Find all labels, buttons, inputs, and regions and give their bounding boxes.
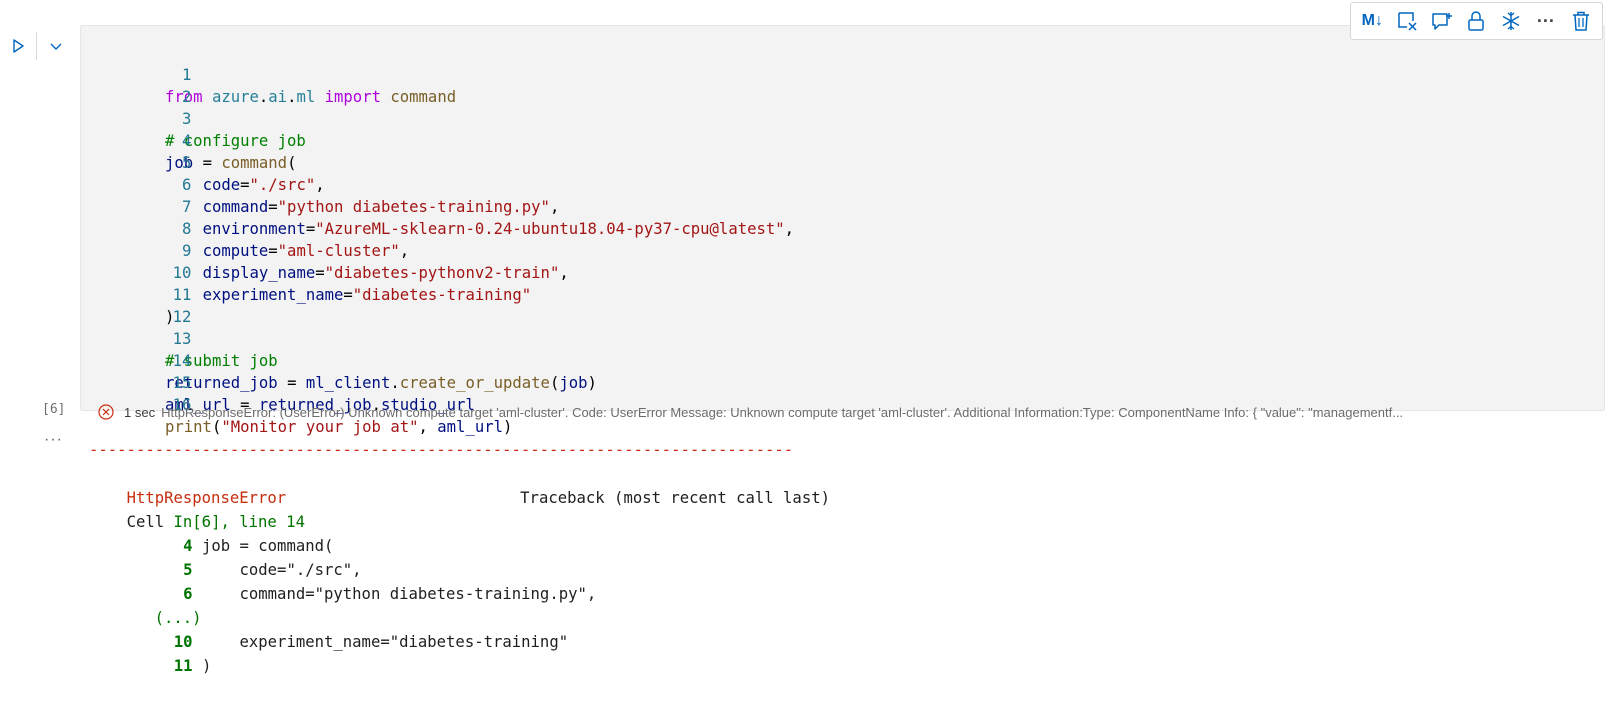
traceback-line-number: 11 (173, 657, 193, 675)
error-circle-icon (98, 404, 114, 420)
code-line: 3 # configure job (81, 86, 306, 150)
code-cell-editor[interactable]: 1 from azure.ai.ml import command 2 3 # … (80, 25, 1605, 436)
trash-icon (1572, 11, 1589, 31)
traceback-code: experiment_name="diabetes-training" (201, 633, 569, 651)
traceback-line: 6 command="python diabetes-training.py", (89, 558, 596, 603)
traceback-ellipsis: (...) (89, 582, 202, 627)
traceback-line-number: 6 (183, 585, 193, 603)
code-text: experiment_name="diabetes-training" (202, 286, 532, 304)
traceback-header: HttpResponseError Traceback (most recent … (89, 462, 830, 507)
traceback-separator: ----------------------------------------… (89, 441, 794, 459)
play-icon (13, 39, 24, 53)
clear-cell-icon (1398, 12, 1417, 31)
traceback-line: 10 experiment_name="diabetes-training" (89, 606, 568, 651)
chevron-down-icon (50, 43, 62, 50)
more-actions-button[interactable]: ··· (1532, 7, 1560, 35)
code-line: 2 (81, 64, 191, 106)
run-cell-button[interactable] (6, 34, 30, 58)
cell-toolbar: M↓ ··· (1350, 2, 1603, 40)
execution-status-bar: 1 sec HttpResponseError: (UserError) Unk… (98, 402, 1598, 422)
add-comment-button[interactable] (1428, 7, 1456, 35)
traceback-elided: (...) (154, 609, 202, 627)
output-more-button[interactable]: ··· (44, 431, 63, 448)
comment-add-icon (1432, 13, 1452, 30)
code-line: 1 from azure.ai.ml import command (81, 42, 456, 106)
line-number: 5 (181, 154, 192, 172)
line-number: 3 (181, 110, 192, 128)
code-text: aml_url = returned_job.studio_url (165, 396, 475, 414)
line-number: 8 (181, 220, 192, 238)
code-line: 7 environment="AzureML-sklearn-0.24-ubun… (81, 174, 794, 238)
error-summary: HttpResponseError: (UserError) Unknown c… (161, 404, 1404, 420)
line-number: 15 (172, 374, 192, 392)
line-number: 9 (181, 242, 192, 260)
code-text: job = command( (165, 154, 297, 172)
code-line: 10 experiment_name="diabetes-training" (81, 240, 532, 304)
line-number: 13 (172, 330, 192, 348)
traceback-line: 5 code="./src", (89, 534, 361, 579)
code-comment: # submit job (165, 352, 278, 370)
execution-duration: 1 sec (124, 404, 156, 420)
line-number: 16 (172, 396, 192, 414)
line-number: 10 (172, 264, 192, 282)
traceback-line: 11 ) (89, 630, 212, 675)
code-text: compute="aml-cluster", (202, 242, 410, 260)
code-text: print("Monitor your job at", aml_url) (165, 418, 513, 436)
code-line: 12 (81, 284, 192, 326)
code-text: ) (165, 308, 175, 326)
clear-output-button[interactable] (1393, 7, 1421, 35)
line-number: 1 (181, 66, 192, 84)
code-line: 11 ) (81, 262, 191, 326)
code-line: 16 print("Monitor your job at", aml_url) (81, 372, 512, 436)
snowflake-icon (1502, 12, 1520, 30)
code-line: 14 returned_job = ml_client.create_or_up… (81, 328, 597, 392)
cell-prefix: Cell (126, 513, 174, 531)
line-number: 11 (172, 286, 192, 304)
traceback-line: 4 job = command( (89, 510, 333, 555)
gutter-divider (36, 32, 37, 60)
traceback-code: command="python diabetes-training.py", (201, 585, 597, 603)
code-line: 5 code="./src", (81, 130, 325, 194)
line-number: 7 (181, 198, 192, 216)
code-line: 9 display_name="diabetes-pythonv2-train"… (81, 218, 569, 282)
code-text: from azure.ai.ml import command (165, 88, 457, 106)
line-number: 2 (181, 88, 192, 106)
code-text: returned_job = ml_client.create_or_updat… (165, 374, 597, 392)
code-text: command="python diabetes-training.py", (202, 198, 560, 216)
delete-button[interactable] (1567, 7, 1595, 35)
freeze-button[interactable] (1497, 7, 1525, 35)
markdown-icon: M↓ (1361, 12, 1383, 29)
execution-count: [6] (42, 402, 66, 417)
code-text: code="./src", (202, 176, 325, 194)
line-number: 12 (172, 308, 192, 326)
error-name: HttpResponseError (126, 489, 287, 507)
traceback-line-number: 5 (183, 561, 193, 579)
lock-button[interactable] (1462, 7, 1490, 35)
code-line: 15 aml_url = returned_job.studio_url (81, 350, 475, 414)
line-number: 6 (181, 176, 192, 194)
code-line: 4 job = command( (81, 108, 296, 172)
traceback-line-number: 10 (173, 633, 193, 651)
traceback-line-number: 4 (183, 537, 193, 555)
execute-options-button[interactable] (44, 34, 68, 58)
traceback-code: code="./src", (201, 561, 362, 579)
cell-ref: In[6], line 14 (173, 513, 305, 531)
line-number: 4 (181, 132, 192, 150)
traceback-code: job = command( (201, 537, 334, 555)
code-text: environment="AzureML-sklearn-0.24-ubuntu… (202, 220, 795, 238)
line-number: 14 (172, 352, 192, 370)
lock-icon (1468, 11, 1485, 31)
code-line: 8 compute="aml-cluster", (81, 196, 409, 260)
code-line: 13 # submit job (81, 306, 278, 370)
traceback-label: Traceback (most recent call last) (520, 489, 830, 507)
code-comment: # configure job (165, 132, 306, 150)
cell-reference: Cell In[6], line 14 (89, 486, 305, 531)
code-line: 6 command="python diabetes-training.py", (81, 152, 559, 216)
more-icon: ··· (1536, 10, 1555, 31)
markdown-toggle-button[interactable]: M↓ (1358, 7, 1386, 35)
code-text: display_name="diabetes-pythonv2-train", (202, 264, 569, 282)
traceback-code: ) (201, 657, 212, 675)
